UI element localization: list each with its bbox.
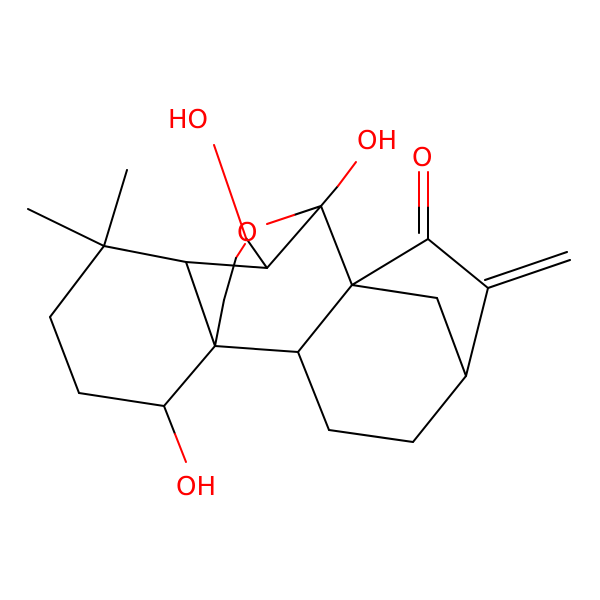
methyl-bond-upper	[103, 169, 128, 247]
ring-c-bond	[412, 375, 467, 443]
ring-c-bond	[328, 429, 414, 443]
bicyclo-bond	[427, 238, 489, 289]
bridge-bond	[266, 205, 322, 269]
c-oh-bond-oxygen-half	[337, 161, 357, 187]
c-o-bond-oxygen-half	[266, 214, 295, 225]
methylene-double-bond	[487, 259, 571, 289]
methylene-double-bond	[484, 251, 568, 281]
ring-b-bond	[320, 205, 353, 286]
ring-oxygen-label: O	[237, 218, 257, 248]
hydroxyl-label: OH	[176, 472, 216, 502]
c-oh-bond-oxygen-half	[213, 144, 247, 239]
bicyclo-bond	[351, 284, 438, 299]
c-oh-bond-carbon-half	[245, 237, 268, 269]
c-oh-bond-carbon-half	[163, 405, 176, 435]
c-o-bond-carbon-half	[293, 205, 322, 216]
ring-a-bond	[49, 245, 105, 318]
c-oh-bond-oxygen-half	[174, 433, 187, 463]
hydroxyl-label: OH	[357, 126, 397, 156]
ring-a-bond	[103, 245, 187, 263]
bridge-bond	[185, 261, 268, 269]
ring-a-bond	[78, 392, 165, 407]
bicyclo-bond	[465, 287, 489, 377]
ring-a-bond	[185, 261, 216, 347]
bicyclo-bond	[436, 297, 467, 377]
atom-labels: HO OH O O OH	[168, 105, 432, 502]
c-oh-bond-carbon-half	[320, 185, 339, 207]
heteroatom-bonds	[163, 144, 429, 463]
carbon-skeleton	[27, 169, 571, 443]
ring-b-bond	[297, 284, 353, 353]
c-o-bond-oxygen-half	[235, 243, 246, 259]
ring-a-bond	[49, 316, 80, 394]
c-o-bond-carbon-half	[223, 257, 237, 301]
methyl-bond-left	[27, 208, 105, 247]
bicyclo-bond	[351, 238, 429, 286]
c-o-bond-carbon-half	[214, 299, 225, 347]
ring-b-bond	[214, 345, 299, 353]
ring-c-bond	[297, 351, 330, 431]
carbonyl-oxygen-label: O	[412, 143, 432, 173]
hydroxyl-label: HO	[168, 105, 208, 135]
ring-a-bond	[163, 345, 216, 407]
